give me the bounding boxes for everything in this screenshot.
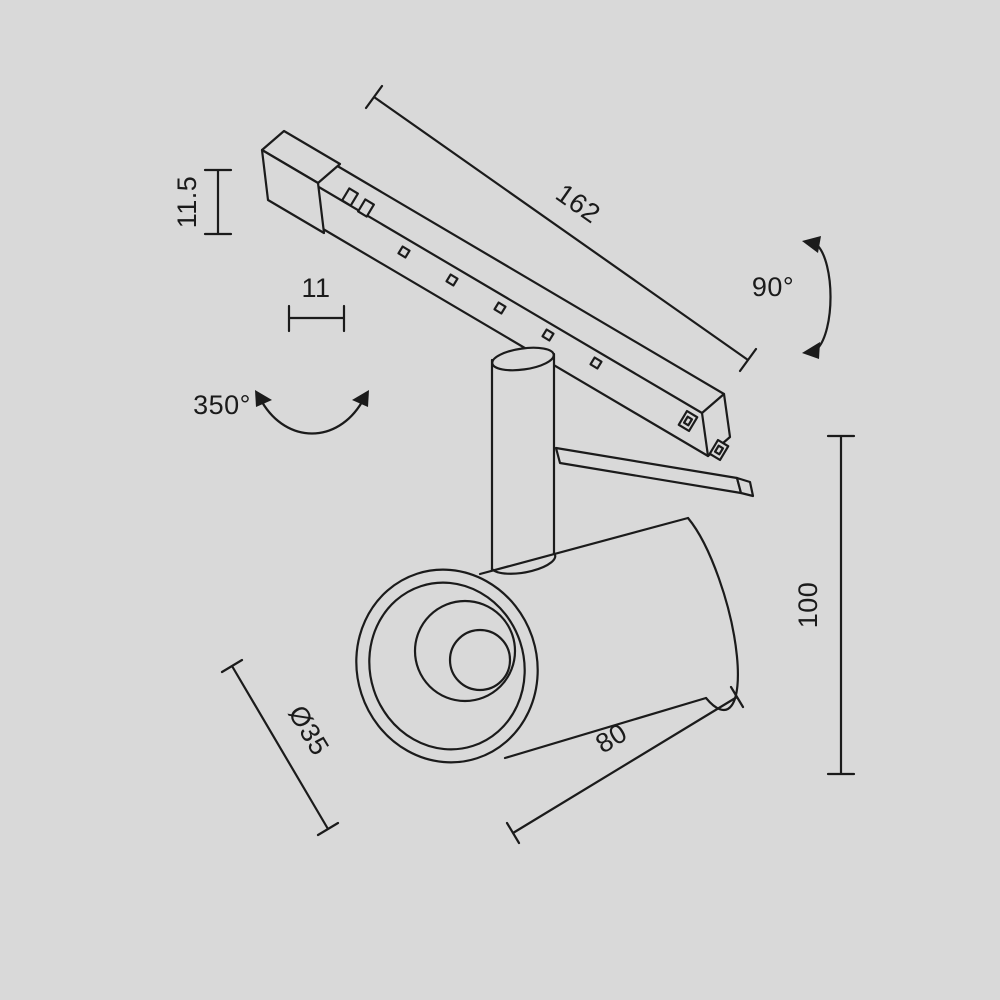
rotation-arc [260,400,364,435]
track-rail [310,162,732,462]
rotation-angle-annotation: 350° [193,390,369,435]
rail-clip [677,409,699,433]
adapter-plate [554,446,755,498]
stem-edges [490,352,556,572]
rail-clip-slot [682,415,694,427]
rotation-arrowhead-left [255,390,272,407]
stem [490,346,556,572]
dimension-line [826,434,856,776]
stem-top-cap [491,346,555,372]
fixture-drawing [260,129,755,764]
rail-slot [541,328,555,342]
rail-end-clips [677,409,730,462]
tilt-rotation-arc [816,244,832,350]
dimension-track-width: 11 [287,273,346,333]
head-body-fill [480,518,738,758]
rail-top-front-edge [310,181,704,415]
dimension-fixture-height: 100 [793,434,856,776]
head-cone [413,599,517,703]
adapter-plate-end [735,476,755,498]
dimension-label-rotation-angle: 350° [193,390,251,420]
rail-end-edges [700,392,726,458]
dimension-label-fixture-height: 100 [793,582,823,629]
head-front-rim-inner [368,581,526,751]
dimension-label-tilt-angle: 90° [752,272,794,302]
spot-head [355,516,740,764]
stem-collar-arc [490,551,557,575]
dimension-line [505,685,745,845]
rail-slots [397,245,603,370]
rail-slot [493,301,507,315]
stem-body-fill [492,354,554,570]
rail-slot [445,273,459,287]
connector-latch [357,198,375,218]
head-lens [448,628,512,692]
rotation-arrowhead-right [352,390,369,407]
track-connector [260,129,375,235]
dimension-label-track-width: 11 [301,273,330,303]
head-rear-arc [686,516,740,712]
tilt-arrowhead-top [802,236,821,253]
dimension-profile-height: 11.5 [172,168,233,236]
connector-latch [341,187,359,207]
rail-clip [708,438,730,462]
dimension-line [220,658,340,837]
connector-front-face [260,148,326,235]
head-top-edge [478,516,690,576]
dimension-line [203,168,233,236]
rail-slot [589,356,603,370]
rail-slot [397,245,411,259]
dimension-line [287,304,346,333]
rail-clip-slot [713,444,725,456]
head-bottom-edge [503,696,708,760]
dimension-line [364,84,758,373]
dimension-label-profile-height: 11.5 [172,176,202,229]
head-front-rim-outer [355,568,539,764]
tilt-angle-annotation: 90° [752,236,832,359]
tilt-arrowhead-bottom [802,342,820,359]
